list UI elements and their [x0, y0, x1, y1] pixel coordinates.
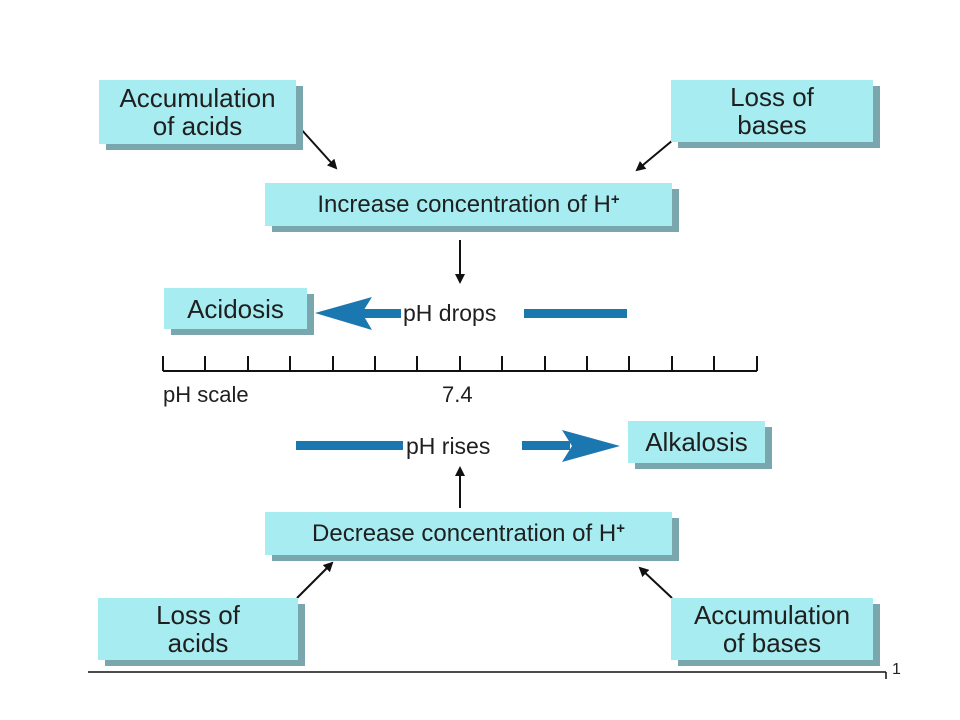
- box-line-1: Loss of: [156, 600, 240, 630]
- box-line-2: of acids: [152, 111, 243, 141]
- ph-scale-axis: [162, 356, 758, 372]
- box-line-1: Accumulation: [693, 600, 851, 630]
- decrease-text: Decrease concentration of H: [312, 519, 617, 547]
- box-accumulation-of-bases: Accumulation of bases: [671, 598, 873, 660]
- arrow-bases-to-increase: [635, 139, 674, 172]
- arrow-loss-acids-up: [296, 561, 334, 599]
- box-decrease-concentration-h: Decrease concentration of H+: [265, 512, 672, 555]
- ph-rises-bar-right: [522, 441, 570, 450]
- alkalosis-label: Alkalosis: [645, 427, 748, 457]
- ph-drops-label: pH drops: [401, 300, 499, 326]
- ph-rises-bar-left: [296, 441, 403, 450]
- box-line-2: bases: [737, 110, 807, 140]
- ph-drops-bar-left: [360, 309, 402, 318]
- ph-rises-label: pH rises: [404, 433, 493, 459]
- acidosis-label: Acidosis: [187, 293, 284, 324]
- ph-scale-label: pH scale: [163, 382, 249, 407]
- arrow-accum-bases-up: [638, 566, 673, 599]
- arrow-acids-to-increase: [299, 127, 338, 170]
- h-plus-superscript: +: [616, 519, 625, 537]
- box-alkalosis: Alkalosis: [628, 421, 765, 463]
- box-line-1: Accumulation: [119, 83, 276, 113]
- page-number: 1: [892, 661, 901, 678]
- ph-rises-arrowhead: [562, 430, 620, 462]
- ph-midpoint-label: 7.4: [442, 382, 473, 407]
- box-line-1: Loss of: [730, 82, 814, 112]
- box-line-2: acids: [167, 628, 229, 658]
- box-accumulation-of-acids: Accumulation of acids: [99, 80, 296, 144]
- ph-drops-arrowhead: [315, 297, 372, 330]
- box-increase-concentration-h: Increase concentration of H+: [265, 183, 672, 226]
- box-loss-of-acids: Loss of acids: [98, 598, 298, 660]
- increase-text: Increase concentration of H: [317, 190, 611, 218]
- box-line-2: of bases: [722, 628, 822, 658]
- h-plus-superscript: +: [610, 190, 620, 208]
- box-loss-of-bases: Loss of bases: [671, 80, 873, 142]
- ph-drops-bar-right: [524, 309, 627, 318]
- box-acidosis: Acidosis: [164, 288, 307, 329]
